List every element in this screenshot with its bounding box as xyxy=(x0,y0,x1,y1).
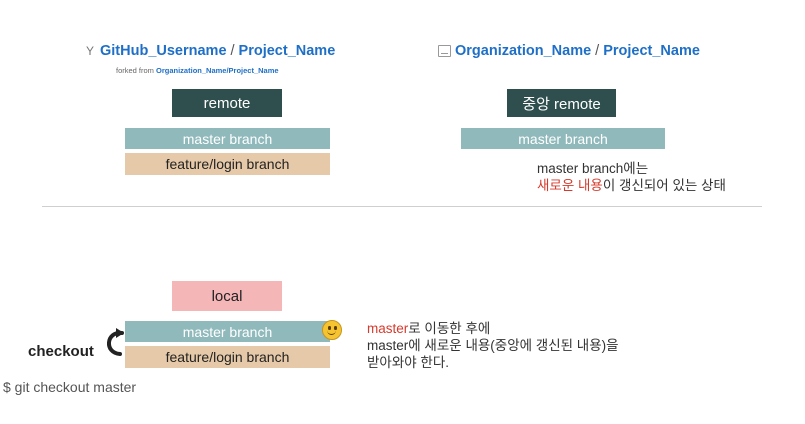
central-note-line1: master branch에는 xyxy=(537,161,649,176)
local-note-line2: master에 새로운 내용(중앙에 갱신된 내용)을 xyxy=(367,338,619,353)
forked-from-link[interactable]: Organization_Name/Project_Name xyxy=(156,66,279,75)
fork-repo-title: Y GitHub_Username / Project_Name xyxy=(84,43,335,59)
checkout-arrow-icon xyxy=(107,328,124,356)
local-master-branch: master branch xyxy=(125,321,330,342)
smiley-mouth xyxy=(327,329,336,335)
upstream-title-separator: / xyxy=(595,43,600,59)
local-feature-branch: feature/login branch xyxy=(125,346,330,368)
repo-book-icon xyxy=(438,45,451,57)
smiley-icon xyxy=(322,320,342,340)
central-remote-box: 중앙 remote xyxy=(507,89,616,117)
smiley-left-eye xyxy=(328,326,331,330)
central-note-highlight: 새로운 내용 xyxy=(537,178,603,193)
fork-username-link[interactable]: GitHub_Username xyxy=(100,43,227,59)
central-note-line2: 새로운 내용이 갱신되어 있는 상태 xyxy=(537,177,726,194)
central-note-rest: 이 갱신되어 있는 상태 xyxy=(602,178,726,193)
remote-feature-branch: feature/login branch xyxy=(125,153,330,175)
central-master-branch: master branch xyxy=(461,128,665,149)
upstream-org-link[interactable]: Organization_Name xyxy=(455,43,592,59)
forked-from-line: forked from Organization_Name/Project_Na… xyxy=(116,66,279,75)
central-note: master branch에는 새로운 내용이 갱신되어 있는 상태 xyxy=(537,160,726,194)
local-note-line1-rest: 로 이동한 후에 xyxy=(408,321,491,336)
git-command: $ git checkout master xyxy=(3,379,137,395)
remote-box: remote xyxy=(172,89,282,117)
fork-icon: Y xyxy=(85,44,94,58)
forked-from-prefix: forked from xyxy=(116,66,157,75)
checkout-label: checkout xyxy=(28,343,94,360)
section-divider xyxy=(42,206,762,207)
local-note-line1: master로 이동한 후에 xyxy=(367,320,619,337)
smiley-right-eye xyxy=(334,326,337,330)
remote-master-branch: master branch xyxy=(125,128,330,149)
local-box: local xyxy=(172,281,282,311)
local-note-highlight: master xyxy=(367,321,409,336)
local-note: master로 이동한 후에 master에 새로운 내용(중앙에 갱신된 내용… xyxy=(367,320,619,371)
fork-title-separator: / xyxy=(230,43,235,59)
upstream-repo-title: Organization_Name / Project_Name xyxy=(438,43,700,59)
local-note-line3: 받아와야 한다. xyxy=(367,355,450,370)
fork-project-link[interactable]: Project_Name xyxy=(238,43,336,59)
upstream-project-link[interactable]: Project_Name xyxy=(603,43,700,59)
